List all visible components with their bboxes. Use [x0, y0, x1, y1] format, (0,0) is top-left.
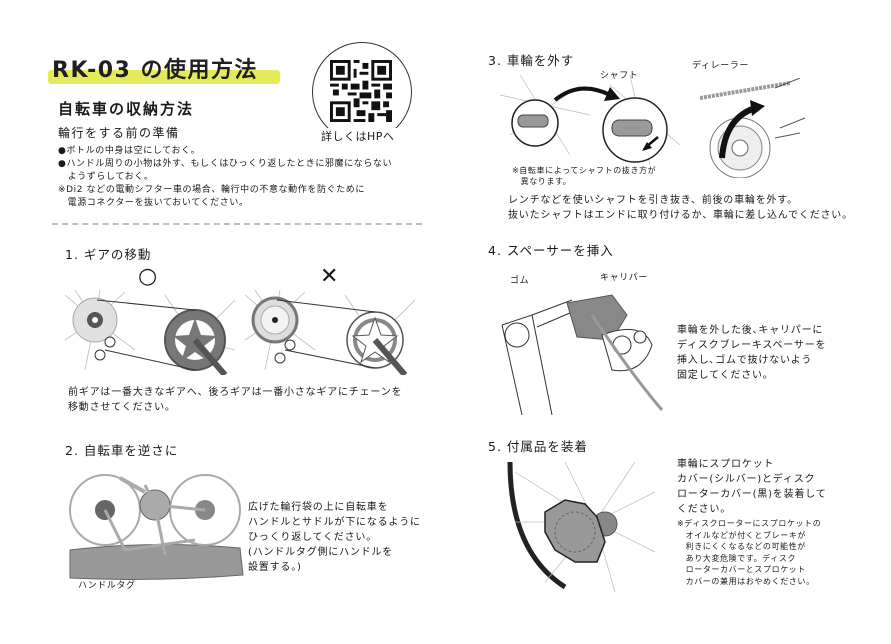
derailleur-illustration — [700, 78, 810, 178]
step1-text: 前ギアは一番大きなギアへ、後ろギアは一番小さなギアにチェーンを 移動させてくださ… — [68, 385, 402, 415]
rotor-cover-illustration — [505, 462, 655, 592]
qr-label: 詳しくはHPへ — [318, 128, 398, 144]
step2-line: (ハンドルタグ側にハンドルを — [248, 547, 394, 558]
step2-title: 2. 自転車を逆さに — [65, 443, 179, 458]
step3-text: レンチなどを使いシャフトを引き抜き、前後の車輪を外す。 抜いたシャフトはエンドに… — [508, 193, 853, 223]
storage-heading: 自転車の収納方法 — [58, 100, 195, 118]
step5-note-line: あり大変危険です。ディスク — [677, 553, 797, 563]
good-mark-icon: ○ — [138, 264, 158, 289]
step2-line: ハンドルとサドルが下になるように — [248, 517, 421, 528]
section-divider — [52, 223, 422, 225]
title-highlight — [48, 70, 280, 84]
step5-title: 5. 付属品を装着 — [488, 439, 588, 454]
step2-line: 広げた輪行袋の上に自転車を — [248, 502, 389, 513]
step5-line: ください。 — [677, 504, 731, 515]
step5-note-line: オイルなどが付くとブレーキが — [677, 530, 806, 540]
derailleur-label: ディレーラー — [692, 61, 749, 71]
qr-code-icon[interactable] — [330, 60, 392, 122]
step4-line: 車輪を外した後､キャリパーに — [677, 325, 824, 336]
spacer-illustration — [492, 285, 672, 415]
step3-note: ※自転車によってシャフトの抜き方が 異なります。 — [512, 165, 656, 187]
step5-line: 車輪にスプロケット — [677, 459, 775, 470]
step1-line: 前ギアは一番大きなギアへ、後ろギアは一番小さなギアにチェーンを — [68, 387, 403, 398]
step5-note-line: 利きにくくなるなどの可能性が — [677, 542, 806, 551]
step4-title: 4. スペーサーを挿入 — [488, 243, 614, 258]
shaft-removal-illustration — [500, 75, 680, 165]
bad-mark-icon: ✕ — [320, 264, 339, 289]
step5-note: ※ディスクローターにスプロケットの オイルなどが付くとブレーキが 利きにくくなる… — [677, 518, 821, 587]
step5-note-line: ※ディスクローターにスプロケットの — [677, 519, 822, 528]
step5-note-line: カバーの兼用はおやめください。 — [677, 576, 815, 586]
upside-down-bike-illustration — [65, 470, 245, 580]
gear-wrong-illustration — [245, 290, 415, 375]
step5-line: カバー(シルバー)とディスク — [677, 474, 816, 485]
title-block: RK-03 の使用方法 — [48, 52, 280, 84]
caliper-label: キャリパー — [600, 273, 649, 283]
step3-note-line: 異なります。 — [512, 177, 572, 186]
step5-note-line: ローターカバーとスプロケット — [677, 565, 806, 574]
step5-line: ローターカバー(黒)を装着して — [677, 489, 827, 500]
step4-text: 車輪を外した後､キャリパーに ディスクブレーキスペーサーを 挿入し､ゴムで抜けな… — [677, 323, 826, 383]
step2-text: 広げた輪行袋の上に自転車を ハンドルとサドルが下になるように ひっくり返してくだ… — [248, 500, 421, 575]
step5-text: 車輪にスプロケット カバー(シルバー)とディスク ローターカバー(黒)を装着して… — [677, 457, 827, 517]
prep-bullet: ●ボトルの中身は空にしておく。 — [58, 146, 201, 156]
handle-tag-label: ハンドルタグ — [78, 581, 136, 591]
step1-line: 移動させてください。 — [68, 402, 176, 413]
rubber-label: ゴム — [510, 276, 530, 286]
prep-bullet: ●ハンドル周りの小物は外す、もしくはひっくり返したときに邪魔にならない — [58, 159, 393, 169]
step3-line: レンチなどを使いシャフトを引き抜き、前後の車輪を外す。 — [508, 195, 798, 206]
page-title: RK-03 の使用方法 — [52, 58, 258, 83]
step4-line: 固定してください。 — [677, 370, 774, 381]
storage-subheading: 輪行をする前の準備 — [58, 126, 180, 140]
step2-line: ひっくり返してください。 — [248, 532, 377, 543]
step2-line: 設置する。) — [248, 562, 302, 573]
step4-line: 挿入し､ゴムで抜けないよう — [677, 355, 813, 366]
prep-bullet: ようずらしておく。 — [58, 172, 154, 182]
step1-title: 1. ギアの移動 — [65, 247, 152, 262]
step4-line: ディスクブレーキスペーサーを — [677, 340, 827, 351]
step3-title: 3. 車輪を外す — [488, 53, 575, 68]
prep-note: 電源コネクターを抜いておいてください。 — [58, 198, 249, 208]
step3-note-line: ※自転車によってシャフトの抜き方が — [512, 166, 657, 175]
gear-correct-illustration — [65, 290, 235, 375]
prep-list: ●ボトルの中身は空にしておく。 ●ハンドル周りの小物は外す、もしくはひっくり返し… — [58, 145, 392, 210]
shaft-label: シャフト — [600, 71, 639, 81]
step3-line: 抜いたシャフトはエンドに取り付けるか、車輪に差し込んでください。 — [508, 210, 853, 221]
prep-note: ※Di2 などの電動シフター車の場合、輪行中の不意な動作を防ぐために — [58, 185, 365, 195]
